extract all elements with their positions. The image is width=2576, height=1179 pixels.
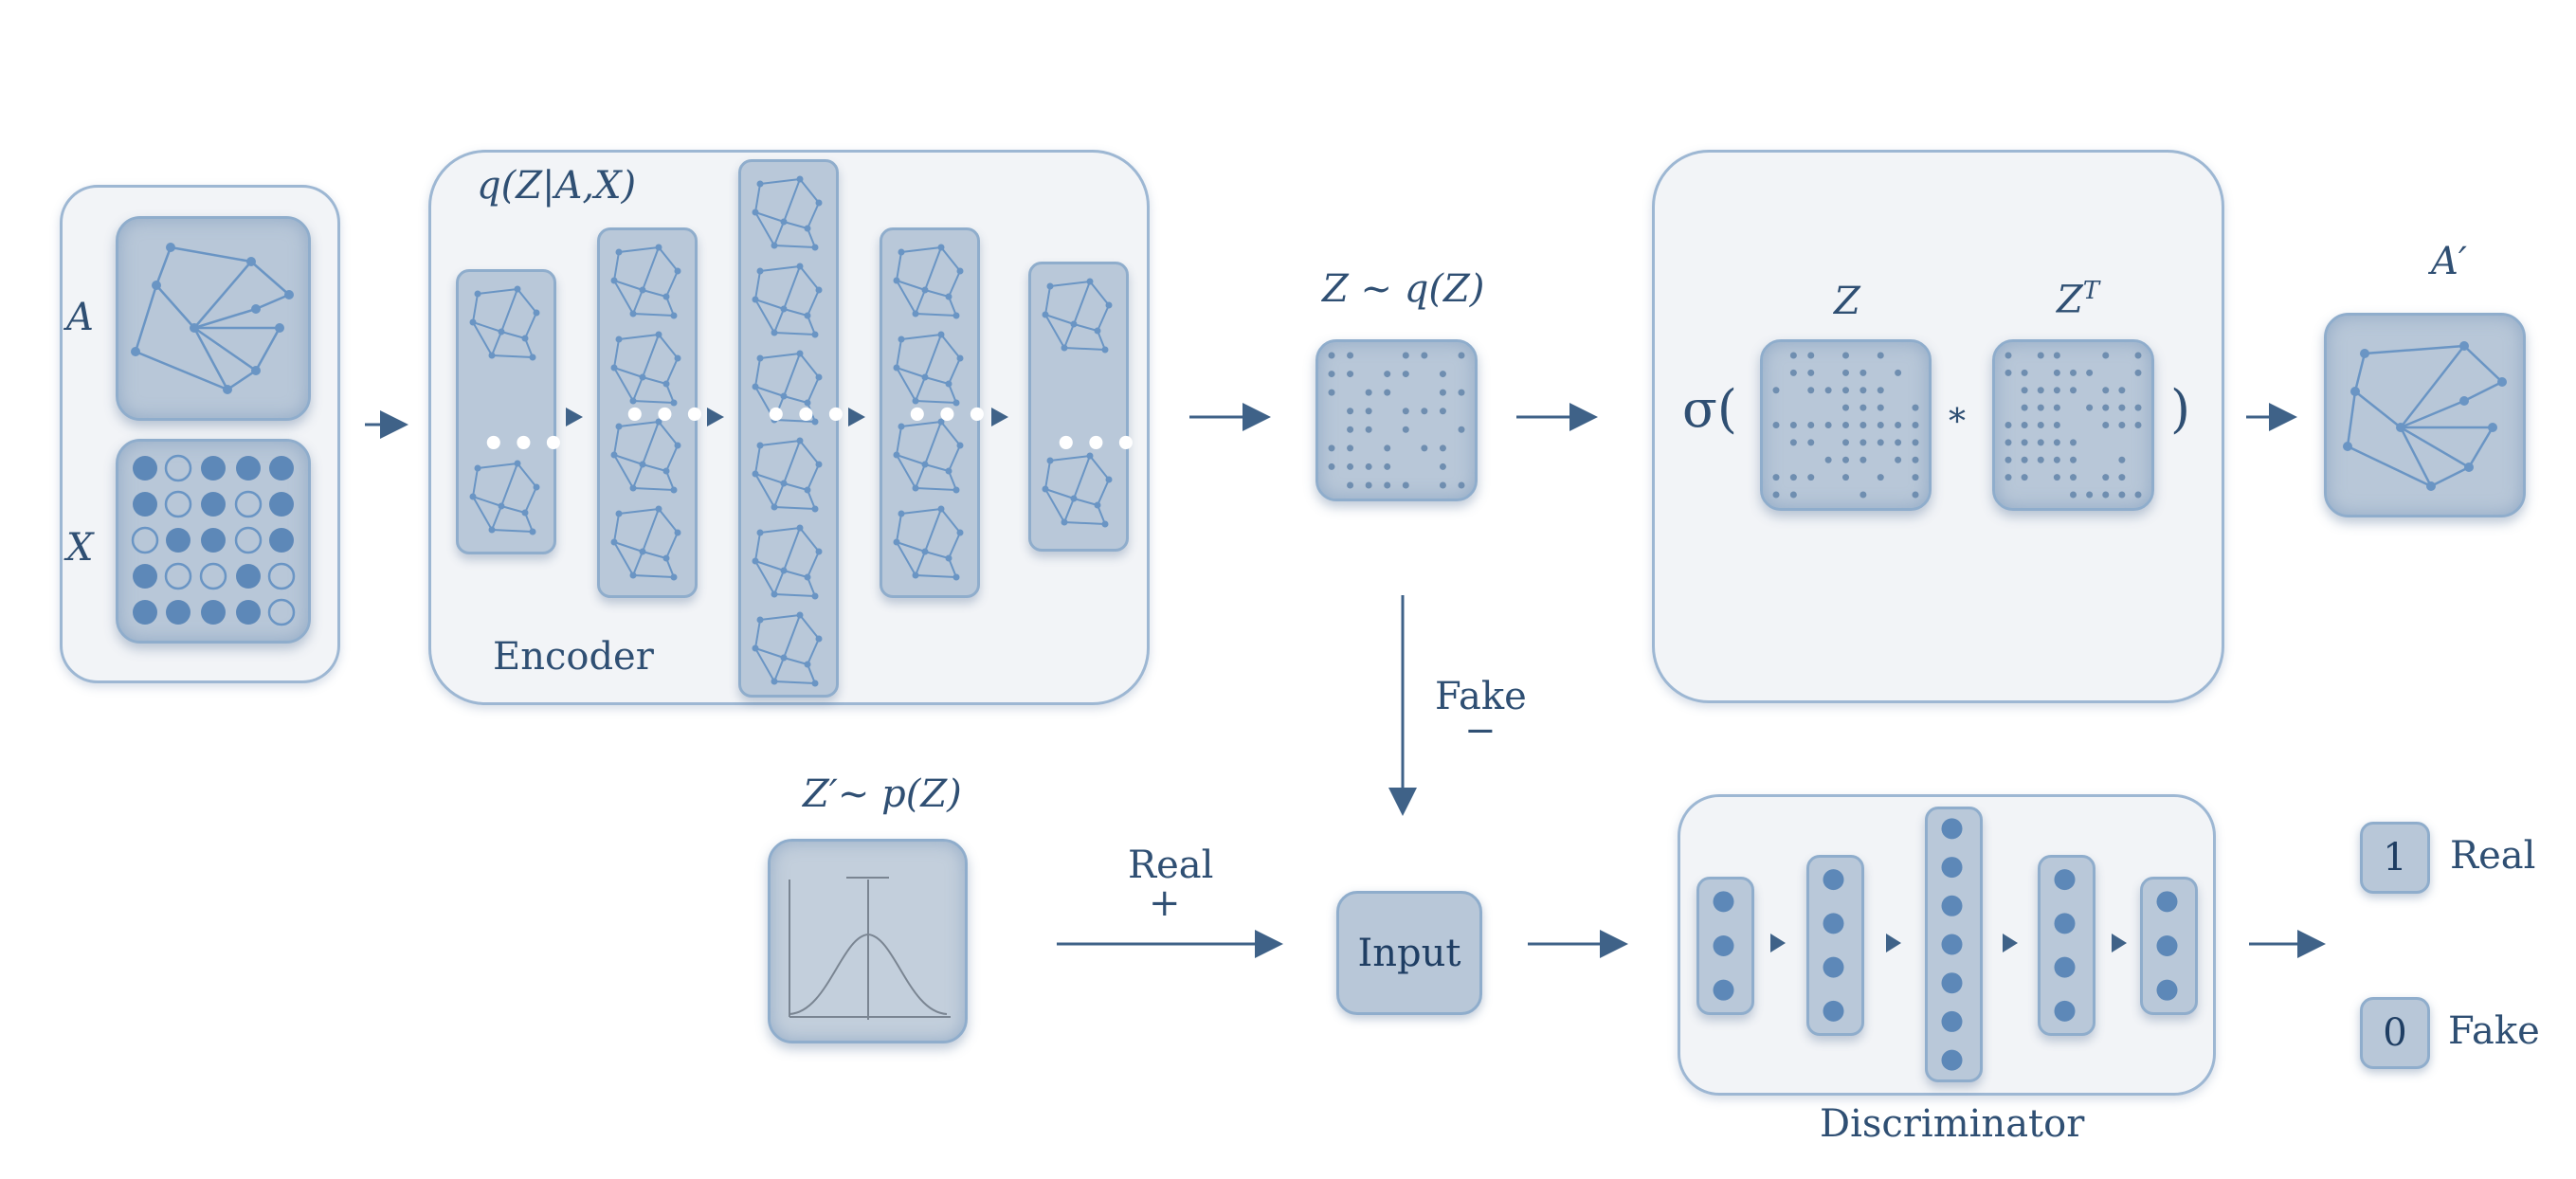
output-one-value: 1 — [2383, 836, 2407, 880]
z-sample-label: Z ~ q(Z) — [1322, 267, 1485, 311]
adjacency-graph-tile — [116, 216, 311, 421]
input-label: Input — [1357, 931, 1461, 975]
matrix-dots-icon — [131, 454, 296, 626]
discriminator-layer-3 — [1925, 807, 1983, 1082]
triangle-arrow-icon — [1770, 934, 1786, 952]
mini-graph-icons — [469, 285, 540, 535]
latent-z-tile — [1315, 339, 1478, 501]
graph-icon — [2343, 341, 2507, 491]
triangle-arrow-icon — [707, 408, 724, 426]
mini-graph-icons — [752, 175, 823, 687]
reconstructed-graph-tile — [2324, 313, 2526, 517]
sigma-open: σ( — [1682, 379, 1737, 439]
zt-label: ZT — [2057, 277, 2100, 322]
discriminator-layer-5 — [2140, 877, 2198, 1015]
output-zero-box: 0 — [2360, 997, 2430, 1069]
feature-matrix-tile — [116, 439, 311, 644]
prior-label: Z′~ p(Z) — [803, 772, 962, 816]
prior-distribution-tile — [768, 839, 968, 1043]
real-label: Real — [1128, 843, 1214, 887]
triangle-arrow-icon — [566, 408, 583, 426]
star-operator: * — [1949, 403, 1966, 442]
discriminator-input-box: Input — [1336, 891, 1482, 1015]
z-matrix-icon — [1772, 352, 1919, 499]
discriminator-layer-1 — [1696, 877, 1754, 1015]
encoder-layer-2 — [597, 227, 698, 598]
neuron-nodes — [2054, 869, 2076, 1022]
triangle-arrow-icon — [848, 408, 865, 426]
encoder-layer-3 — [738, 159, 839, 698]
a-prime-label: A′ — [2431, 240, 2467, 283]
ellipsis-icon: ••• — [623, 393, 713, 438]
triangle-arrow-icon — [1886, 934, 1901, 952]
encoder-layer-5 — [1028, 262, 1129, 552]
zt-matrix-icon — [2005, 352, 2142, 499]
close-paren: ) — [2170, 379, 2191, 439]
minus-sign: − — [1464, 709, 1497, 753]
output-zero-value: 0 — [2383, 1011, 2407, 1055]
triangle-arrow-icon — [991, 408, 1008, 426]
output-real-label: Real — [2450, 834, 2536, 878]
triangle-arrow-icon — [2112, 934, 2127, 952]
z-label: Z — [1834, 280, 1860, 323]
triangle-arrow-icon — [2003, 934, 2018, 952]
neuron-nodes — [1941, 818, 1963, 1071]
neuron-nodes — [2156, 891, 2178, 1001]
mini-graph-icons — [1042, 278, 1113, 528]
ellipsis-icon: ••• — [481, 422, 571, 466]
graph-icon — [131, 243, 294, 394]
output-fake-label: Fake — [2448, 1009, 2540, 1053]
fake-label: Fake — [1435, 675, 1527, 718]
neuron-nodes — [1823, 869, 1844, 1022]
encoder-title: q(Z|A,X) — [477, 164, 637, 208]
label-x: X — [66, 526, 94, 570]
encoder-layer-4 — [880, 227, 980, 598]
discriminator-label: Discriminator — [1820, 1102, 2085, 1146]
discriminator-layer-4 — [2038, 855, 2095, 1036]
latent-matrix-icon — [1328, 352, 1465, 489]
output-one-box: 1 — [2360, 822, 2430, 894]
discriminator-layer-2 — [1806, 855, 1864, 1036]
z-matrix-tile — [1760, 339, 1932, 511]
label-a: A — [66, 296, 94, 339]
encoder-layer-1 — [456, 269, 556, 554]
mini-graph-icons — [610, 244, 681, 581]
mini-graph-icons — [893, 244, 964, 581]
zt-matrix-tile — [1992, 339, 2154, 511]
neuron-nodes — [1713, 891, 1734, 1001]
ellipsis-icon: ••• — [764, 393, 854, 438]
ellipsis-icon: ••• — [905, 393, 995, 438]
plus-sign: + — [1149, 881, 1181, 925]
gaussian-curve-icon — [789, 877, 951, 1020]
encoder-label: Encoder — [493, 635, 654, 679]
ellipsis-icon: ••• — [1054, 422, 1144, 466]
